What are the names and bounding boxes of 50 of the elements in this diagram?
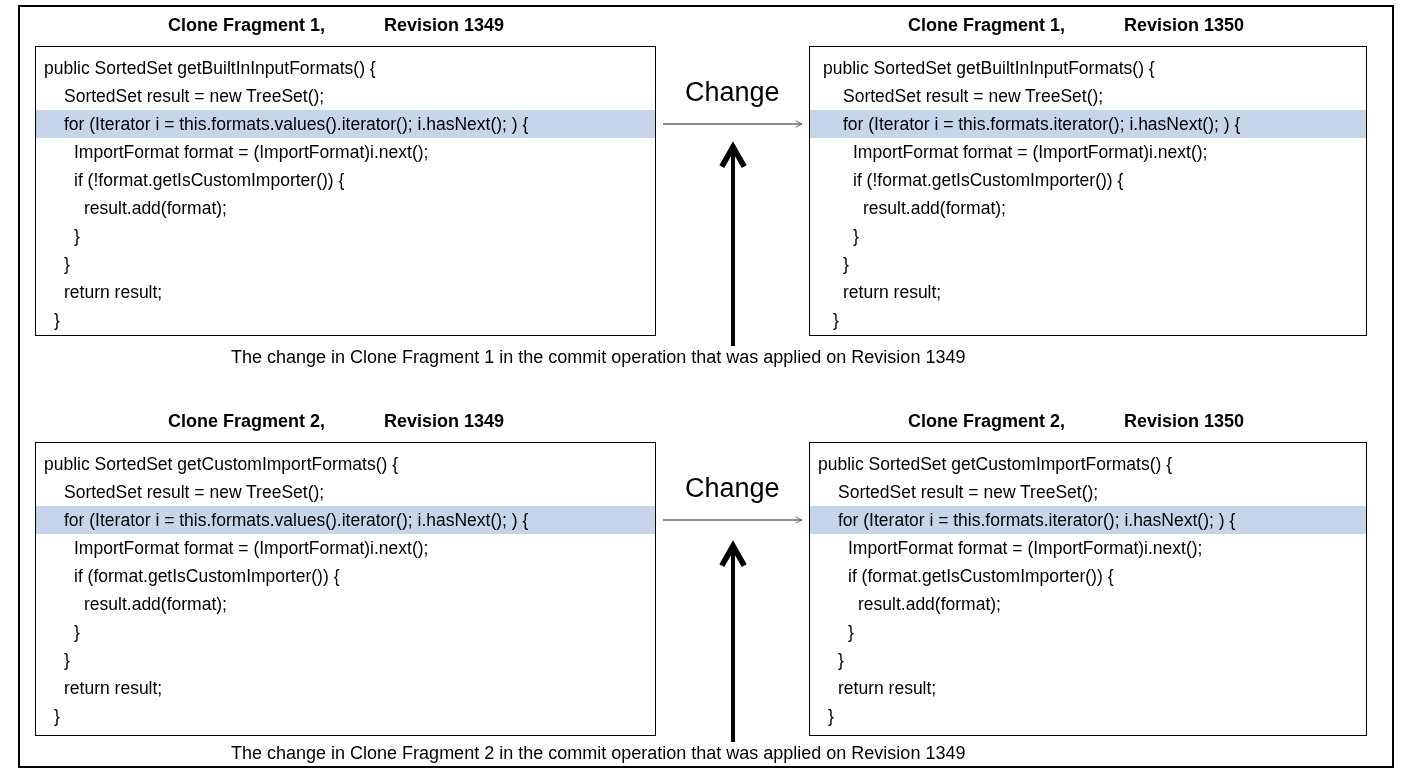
code-line: return result; <box>63 281 164 304</box>
code-line: } <box>852 225 860 248</box>
code-line: result.add(format); <box>862 197 1007 220</box>
code-line: result.add(format); <box>83 593 228 616</box>
code-line: } <box>63 649 71 672</box>
panel-heading: Revision 1349 <box>384 410 505 432</box>
code-line: if (format.getIsCustomImporter()) { <box>73 565 341 588</box>
code-line: } <box>53 705 61 728</box>
code-line: public SortedSet getCustomImportFormats() { <box>43 453 400 476</box>
code-line: } <box>827 705 835 728</box>
code-line: SortedSet result = new TreeSet(); <box>63 481 326 504</box>
arrow <box>719 144 747 346</box>
code-line: public SortedSet getCustomImportFormats() { <box>817 453 1174 476</box>
code-line: if (!format.getIsCustomImporter()) { <box>73 169 346 192</box>
panel-heading: Revision 1350 <box>1124 410 1245 432</box>
arrow <box>662 516 803 524</box>
code-line: public SortedSet getBuiltInInputFormats() { <box>822 57 1156 80</box>
panel-heading: Revision 1349 <box>384 14 505 36</box>
code-line: result.add(format); <box>857 593 1002 616</box>
caption-text: The change in Clone Fragment 2 in the commit operation that was applied on Revision 1349 <box>231 742 966 764</box>
code-line: } <box>53 309 61 332</box>
code-line: } <box>73 225 81 248</box>
code-line: ImportFormat format = (ImportFormat)i.next(); <box>852 141 1209 164</box>
arrow <box>662 120 803 128</box>
code-line: SortedSet result = new TreeSet(); <box>837 481 1100 504</box>
code-line: } <box>837 649 845 672</box>
code-line: SortedSet result = new TreeSet(); <box>842 85 1105 108</box>
code-line: } <box>847 621 855 644</box>
caption-text: The change in Clone Fragment 1 in the commit operation that was applied on Revision 1349 <box>231 346 966 368</box>
code-line: if (format.getIsCustomImporter()) { <box>847 565 1115 588</box>
code-line: result.add(format); <box>83 197 228 220</box>
code-line: ImportFormat format = (ImportFormat)i.next(); <box>847 537 1204 560</box>
panel-heading: Clone Fragment 1, <box>168 14 326 36</box>
panel-heading: Clone Fragment 1, <box>908 14 1066 36</box>
code-line: ImportFormat format = (ImportFormat)i.next(); <box>73 537 430 560</box>
code-line: } <box>832 309 840 332</box>
code-line: SortedSet result = new TreeSet(); <box>63 85 326 108</box>
code-line: } <box>63 253 71 276</box>
panel-heading: Clone Fragment 2, <box>168 410 326 432</box>
arrow <box>719 543 747 742</box>
code-line: } <box>73 621 81 644</box>
panel-heading: Revision 1350 <box>1124 14 1245 36</box>
code-line: } <box>842 253 850 276</box>
code-line: return result; <box>837 677 938 700</box>
panel-heading: Clone Fragment 2, <box>908 410 1066 432</box>
code-line: return result; <box>63 677 164 700</box>
code-line: if (!format.getIsCustomImporter()) { <box>852 169 1125 192</box>
code-line: public SortedSet getBuiltInInputFormats() { <box>43 57 377 80</box>
code-line: ImportFormat format = (ImportFormat)i.next(); <box>73 141 430 164</box>
code-line: return result; <box>842 281 943 304</box>
